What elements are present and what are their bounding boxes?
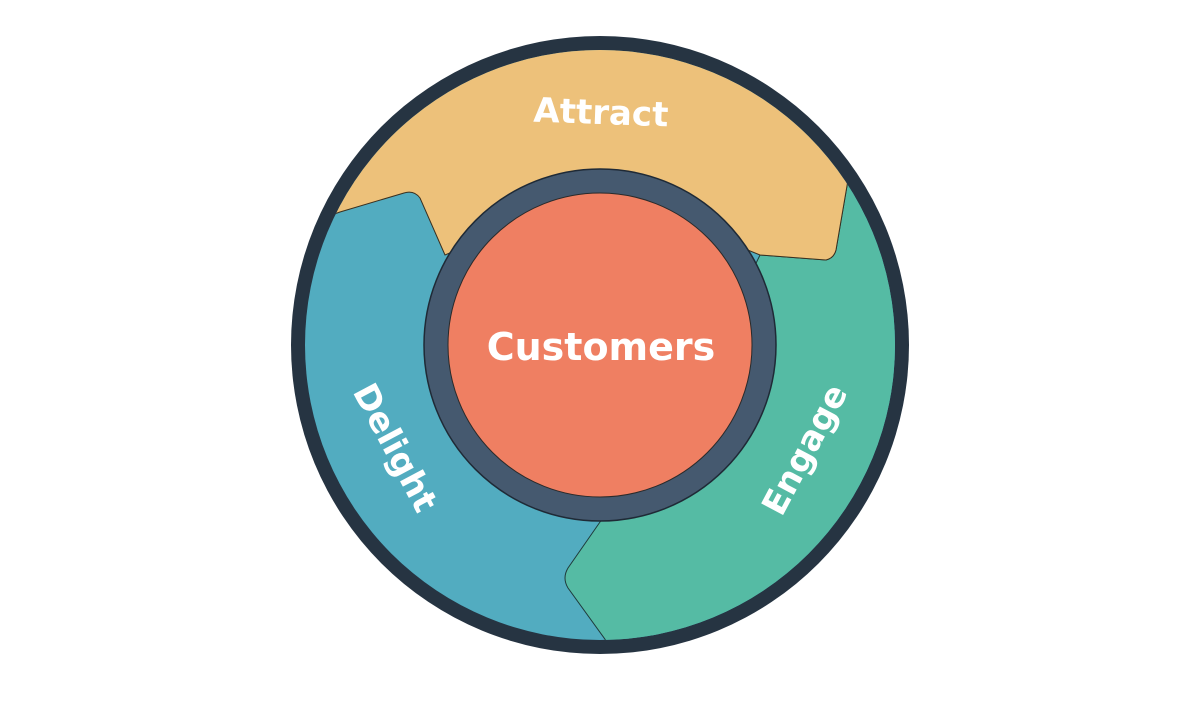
- attract-label: Attract: [533, 91, 669, 136]
- customers-label: Customers: [487, 325, 716, 369]
- customers-core: [447, 192, 753, 498]
